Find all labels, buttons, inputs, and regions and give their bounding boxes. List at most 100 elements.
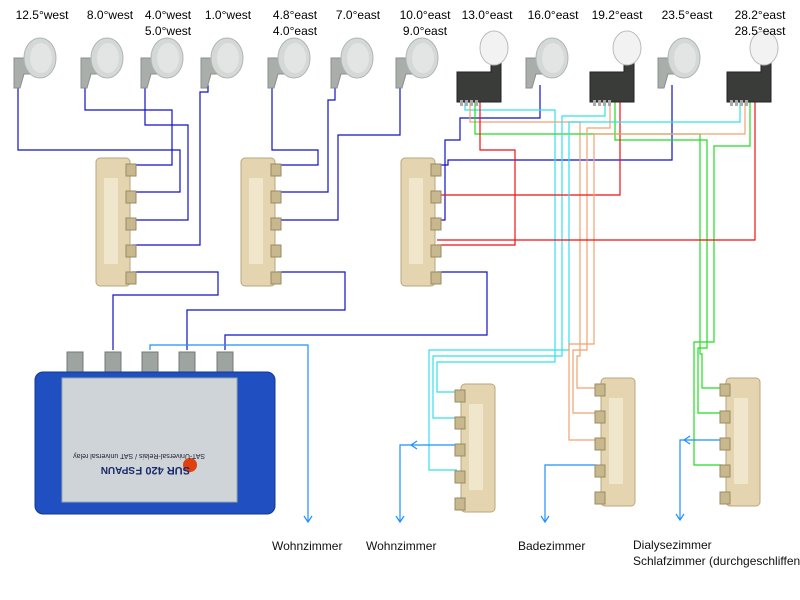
switch-label <box>734 398 748 484</box>
diseqc-switch-6 <box>719 377 761 507</box>
lnb-feedhorn <box>749 30 779 66</box>
coax-cable-green <box>474 100 722 389</box>
f-connector <box>454 497 466 511</box>
f-connector <box>745 100 748 106</box>
orbital-position: 12.5°west <box>15 8 69 22</box>
f-connector <box>430 163 442 177</box>
orbital-position: 5.0°west <box>144 24 192 38</box>
orbital-position: 8.0°west <box>86 8 134 22</box>
coax-cable-green <box>614 100 722 414</box>
lnb-position-label: 19.2°east <box>592 7 643 23</box>
coax-cable <box>112 271 219 350</box>
relay-brand: SPAUN <box>101 464 135 475</box>
orbital-position: 4.0°east <box>272 24 318 38</box>
coax-cable <box>437 85 541 221</box>
lnb-position-label: 1.0°west <box>205 7 251 23</box>
f-connector <box>454 443 466 457</box>
single-lnb <box>200 37 244 89</box>
orbital-position: 4.8°east <box>272 8 318 22</box>
output-cable <box>544 464 597 522</box>
single-lnb <box>13 37 57 89</box>
f-connector <box>270 217 282 231</box>
quad-lnb <box>456 30 509 106</box>
f-connector <box>270 190 282 204</box>
quad-lnb <box>589 30 642 106</box>
single-lnb <box>267 37 311 89</box>
output-cable <box>679 439 722 520</box>
output-cable <box>149 344 309 522</box>
arrow-left-icon <box>682 435 691 445</box>
coax-cable <box>84 85 173 166</box>
single-lnb <box>330 37 374 89</box>
f-connector <box>141 351 159 375</box>
lnb-position-label: 8.0°west <box>87 7 133 23</box>
f-connector <box>125 244 137 258</box>
room-name: Wohnzimmer <box>366 539 437 553</box>
arrow-down-icon <box>675 513 685 522</box>
f-connector <box>430 244 442 258</box>
f-connector <box>125 217 137 231</box>
orbital-position: 4.0°west <box>144 8 192 22</box>
f-connector <box>454 416 466 430</box>
mode-selector-button <box>183 458 197 472</box>
f-connector <box>430 190 442 204</box>
output-cable <box>399 444 457 522</box>
f-connector <box>178 351 196 375</box>
diseqc-switch-1 <box>95 157 137 287</box>
room-label-dialysezimmer: Dialysezimmer Schlafzimmer (durchgeschli… <box>633 537 800 569</box>
lnb-position-label: 4.8°east 4.0°east <box>273 7 317 39</box>
coax-cable-green <box>693 100 751 466</box>
coax-cable-red <box>437 100 621 196</box>
coax-cable <box>271 85 319 166</box>
diseqc-switch-4 <box>454 383 496 513</box>
relay-subtitle: SAT-Universal-Relais / SAT universal rel… <box>73 452 205 459</box>
coax-cable-red <box>437 100 516 246</box>
f-connector <box>454 389 466 403</box>
diseqc-switch-3 <box>400 157 442 287</box>
coax-cable <box>277 85 336 193</box>
coax-cable <box>186 271 346 350</box>
relay-model: SUR 420 F <box>135 464 190 476</box>
coax-cable-cyan <box>432 100 606 419</box>
diseqc-switch-2 <box>240 157 282 287</box>
single-lnb <box>80 37 124 89</box>
orbital-position: 1.0°west <box>204 8 252 22</box>
lnb-feedhorn <box>612 30 642 66</box>
f-connector <box>454 470 466 484</box>
f-connector <box>104 351 122 375</box>
coax-cable <box>17 85 181 193</box>
switch-label <box>469 404 483 490</box>
room-name: Badezimmer <box>518 539 586 553</box>
arrow-down-icon <box>303 515 313 524</box>
orbital-position: 10.0°east <box>399 8 451 22</box>
f-connector <box>719 383 731 397</box>
room-label-badezimmer: Badezimmer <box>518 538 585 554</box>
f-connector <box>125 271 137 285</box>
switch-label <box>104 178 118 264</box>
switch-label <box>609 398 623 484</box>
f-connector <box>730 100 733 106</box>
single-lnb <box>525 37 569 89</box>
coax-cable <box>132 85 189 221</box>
orbital-position: 16.0°east <box>527 8 579 22</box>
f-connector <box>608 100 611 106</box>
coax-cable-orange <box>572 100 611 414</box>
f-connector <box>594 410 606 424</box>
single-lnb <box>140 37 184 89</box>
orbital-position: 7.0°east <box>335 8 381 22</box>
f-connector <box>470 100 473 106</box>
orbital-position: 28.2°east <box>734 8 786 22</box>
coax-cable-red <box>437 100 756 241</box>
f-connector <box>594 383 606 397</box>
orbital-position: 19.2°east <box>591 8 643 22</box>
lnb-position-label: 16.0°east <box>528 7 579 23</box>
orbital-position: 28.5°east <box>734 24 786 38</box>
f-connector <box>735 100 738 106</box>
coax-cable <box>437 85 673 166</box>
f-connector <box>270 271 282 285</box>
f-connector <box>430 217 442 231</box>
